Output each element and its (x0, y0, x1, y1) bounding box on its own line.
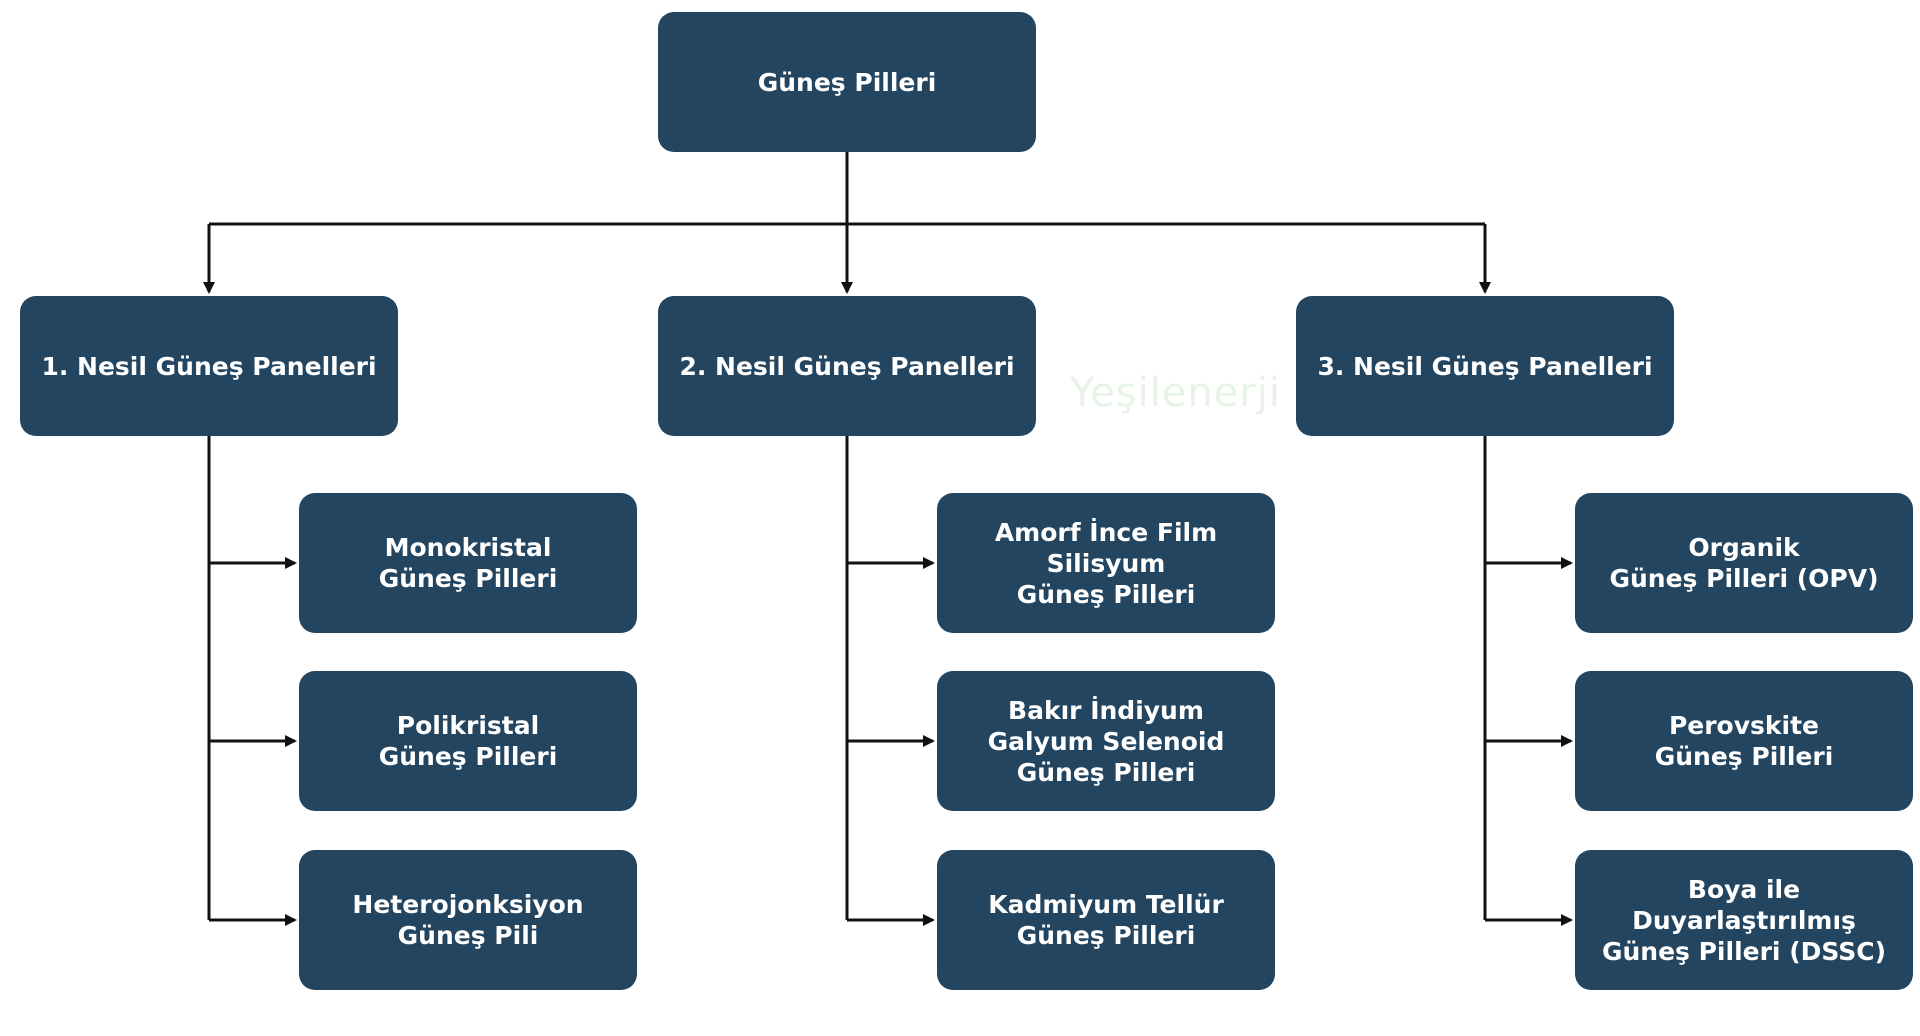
generation-node-label: 3. Nesil Güneş Panelleri (1317, 351, 1653, 381)
cell-type-node-opv: Organik Güneş Pilleri (OPV) (1575, 493, 1913, 633)
cell-type-node-heterojonksiyon: Heterojonksiyon Güneş Pili (299, 850, 637, 990)
cell-type-label: Perovskite Güneş Pilleri (1654, 711, 1834, 771)
cell-type-label: Bakır İndiyum Galyum Selenoid Güneş Pill… (987, 695, 1225, 787)
cell-type-label: Kadmiyum Tellür Güneş Pilleri (988, 890, 1224, 950)
generation-node-1: 1. Nesil Güneş Panelleri (20, 296, 398, 436)
root-node-label: Güneş Pilleri (757, 67, 937, 97)
root-node: Güneş Pilleri (658, 12, 1036, 152)
generation-node-label: 1. Nesil Güneş Panelleri (41, 351, 377, 381)
watermark-logo: Yeşilenerji (1070, 370, 1282, 416)
cell-type-label: Amorf İnce Film Silisyum Güneş Pilleri (994, 517, 1218, 609)
cell-type-label: Polikristal Güneş Pilleri (378, 711, 558, 771)
cell-type-node-amorf: Amorf İnce Film Silisyum Güneş Pilleri (937, 493, 1275, 633)
cell-type-label: Boya ile Duyarlaştırılmış Güneş Pilleri … (1601, 874, 1887, 966)
cell-type-node-perovskite: Perovskite Güneş Pilleri (1575, 671, 1913, 811)
cell-type-label: Organik Güneş Pilleri (OPV) (1609, 533, 1879, 593)
generation-node-2: 2. Nesil Güneş Panelleri (658, 296, 1036, 436)
cell-type-node-cigs: Bakır İndiyum Galyum Selenoid Güneş Pill… (937, 671, 1275, 811)
cell-type-label: Heterojonksiyon Güneş Pili (352, 890, 584, 950)
cell-type-node-cdte: Kadmiyum Tellür Güneş Pilleri (937, 850, 1275, 990)
generation-node-label: 2. Nesil Güneş Panelleri (679, 351, 1015, 381)
cell-type-label: Monokristal Güneş Pilleri (378, 533, 558, 593)
generation-node-3: 3. Nesil Güneş Panelleri (1296, 296, 1674, 436)
cell-type-node-monokristal: Monokristal Güneş Pilleri (299, 493, 637, 633)
cell-type-node-dssc: Boya ile Duyarlaştırılmış Güneş Pilleri … (1575, 850, 1913, 990)
cell-type-node-polikristal: Polikristal Güneş Pilleri (299, 671, 637, 811)
